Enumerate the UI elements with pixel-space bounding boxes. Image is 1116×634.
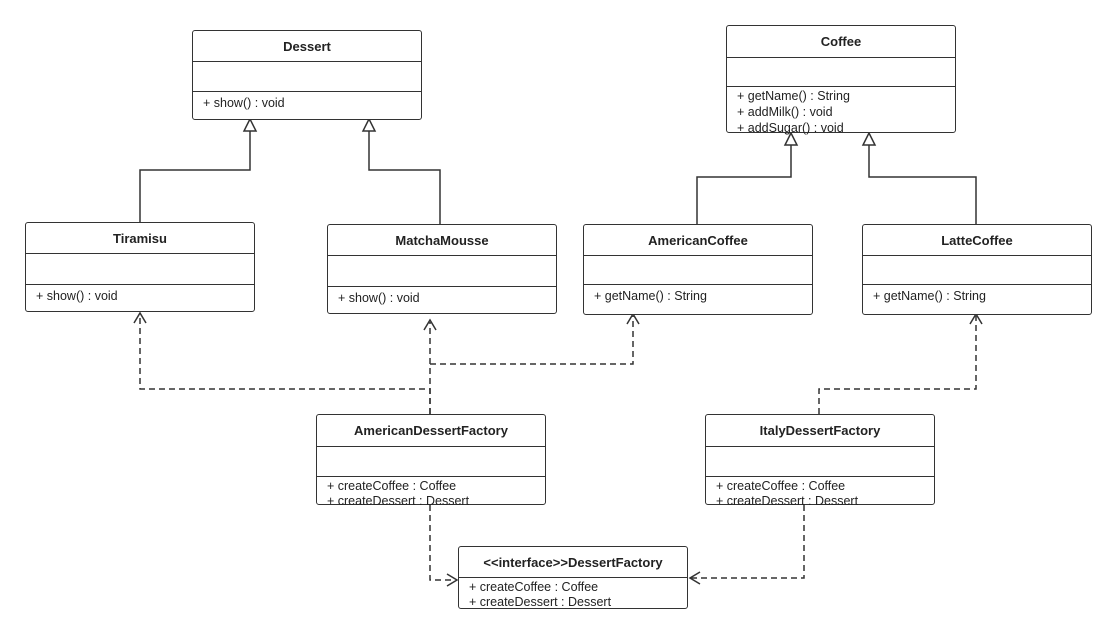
class-name: Tiramisu	[26, 223, 254, 254]
attributes-compartment	[863, 256, 1091, 285]
attributes-compartment	[328, 256, 556, 287]
operation: + createDessert : Dessert	[716, 494, 859, 508]
open-arrowhead	[423, 318, 437, 331]
generalization-americancoffee-coffee	[696, 145, 792, 224]
operation: + show() : void	[338, 291, 420, 305]
operations-compartment: + show() : void	[328, 287, 556, 306]
open-arrowhead	[446, 573, 459, 587]
italydessertfactory-class[interactable]: ItalyDessertFactory + createCoffee : Cof…	[705, 414, 935, 508]
realization-american-factory-interface	[429, 505, 455, 581]
operations-compartment: + createCoffee : Coffee + createDessert …	[706, 477, 934, 509]
class-name: Coffee	[727, 26, 955, 58]
generalization-arrowhead	[361, 117, 377, 132]
operation: + createCoffee : Coffee	[716, 479, 846, 493]
attributes-compartment	[317, 447, 545, 477]
americancoffee-class[interactable]: AmericanCoffee + getName() : String	[583, 224, 813, 315]
operation: + createDessert : Dessert	[327, 494, 470, 508]
generalization-tiramisu-dessert	[139, 131, 251, 222]
lattecoffee-class[interactable]: LatteCoffee + getName() : String	[862, 224, 1092, 315]
class-name: MatchaMousse	[328, 225, 556, 256]
realization-italy-factory-interface	[690, 505, 805, 579]
operations-compartment: + getName() : String	[584, 285, 812, 304]
generalization-arrowhead	[783, 131, 799, 146]
dessert-class[interactable]: Dessert + show() : void	[192, 30, 422, 120]
operation: + createDessert : Dessert	[469, 595, 612, 609]
attributes-compartment	[193, 62, 421, 92]
generalization-arrowhead	[861, 131, 877, 146]
class-name: AmericanCoffee	[584, 225, 812, 256]
class-name: Dessert	[193, 31, 421, 62]
operation: + getName() : String	[873, 289, 986, 303]
generalization-lattecoffee-coffee	[868, 145, 977, 224]
open-arrowhead	[133, 311, 147, 324]
attributes-compartment	[727, 58, 955, 87]
americandessertfactory-class[interactable]: AmericanDessertFactory + createCoffee : …	[316, 414, 546, 508]
tiramisu-class[interactable]: Tiramisu + show() : void	[25, 222, 255, 312]
coffee-class[interactable]: Coffee + getName() : String + addMilk() …	[726, 25, 956, 136]
generalization-matchamousse-dessert	[368, 131, 441, 224]
attributes-compartment	[26, 254, 254, 285]
dependency-italy-factory-lattecoffee	[818, 316, 977, 414]
dessertfactory-interface[interactable]: <<interface>>DessertFactory + createCoff…	[458, 546, 688, 609]
operations-compartment: + show() : void	[26, 285, 254, 304]
dependency-american-factory-americancoffee	[430, 316, 634, 365]
operation: + show() : void	[36, 289, 118, 303]
operation: + getName() : String	[737, 89, 850, 103]
class-name: AmericanDessertFactory	[317, 415, 545, 447]
operation: + createCoffee : Coffee	[469, 580, 599, 594]
dependency-american-factory-tiramisu	[139, 315, 431, 414]
operations-compartment: + getName() : String + addMilk() : void …	[727, 87, 955, 136]
matchamousse-class[interactable]: MatchaMousse + show() : void	[327, 224, 557, 314]
operation: + addMilk() : void	[737, 105, 833, 119]
operation: + createCoffee : Coffee	[327, 479, 457, 493]
attributes-compartment	[706, 447, 934, 477]
operation: + addSugar() : void	[737, 121, 844, 135]
operations-compartment: + createCoffee : Coffee + createDessert …	[317, 477, 545, 509]
class-name: ItalyDessertFactory	[706, 415, 934, 447]
operations-compartment: + show() : void	[193, 92, 421, 111]
operation: + getName() : String	[594, 289, 707, 303]
interface-name: <<interface>>DessertFactory	[459, 547, 687, 578]
operations-compartment: + getName() : String	[863, 285, 1091, 304]
attributes-compartment	[584, 256, 812, 285]
class-name: LatteCoffee	[863, 225, 1091, 256]
operations-compartment: + createCoffee : Coffee + createDessert …	[459, 578, 687, 610]
generalization-arrowhead	[242, 117, 258, 132]
operation: + show() : void	[203, 96, 285, 110]
open-arrowhead	[688, 571, 701, 585]
